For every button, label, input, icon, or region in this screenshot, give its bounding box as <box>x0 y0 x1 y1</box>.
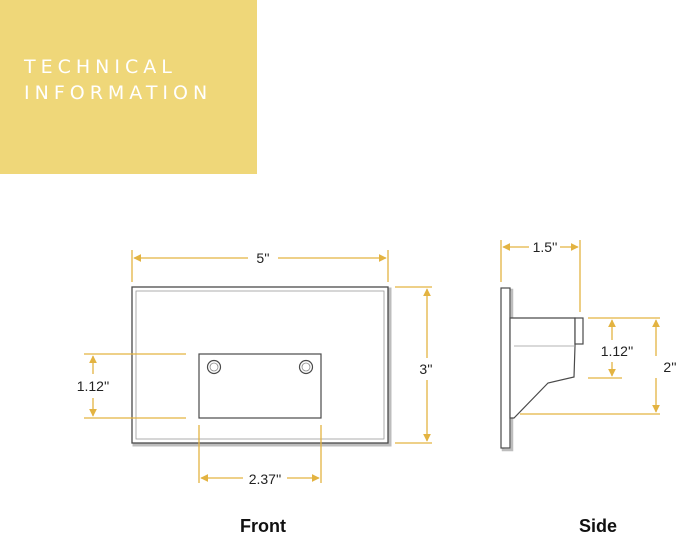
side-depth-dimension <box>500 240 581 312</box>
banner-title-line-1: TECHNICAL <box>24 56 177 78</box>
side-view: 1.5'' 1.12'' 2'' Side <box>500 239 677 535</box>
screw-hole-left <box>206 359 222 375</box>
side-box-height-dimension <box>588 317 622 379</box>
front-height-label: 3'' <box>419 361 432 377</box>
screw-hole-left-inner <box>209 362 219 372</box>
technical-info-banner: TECHNICAL INFORMATION <box>0 0 257 174</box>
side-plate <box>500 287 511 449</box>
banner-title-line-2: INFORMATION <box>24 82 213 104</box>
front-box-width-label: 2.37'' <box>249 471 282 487</box>
front-view-label: Front <box>240 516 286 535</box>
side-height-label: 2'' <box>663 359 676 375</box>
side-box-height-label: 1.12'' <box>601 343 634 359</box>
side-housing <box>509 317 576 419</box>
front-width-label: 5'' <box>256 250 269 266</box>
side-connector-tip <box>574 317 584 345</box>
front-box-height-dimension <box>84 353 186 419</box>
screw-hole-right <box>298 359 314 375</box>
front-box-height-label: 1.12'' <box>77 378 110 394</box>
side-height-dimension <box>520 317 660 415</box>
screw-hole-right-inner <box>301 362 311 372</box>
front-width-dimension <box>131 250 389 282</box>
front-plate-inner <box>135 290 385 440</box>
side-view-label: Side <box>579 516 617 535</box>
front-box-width-dimension <box>198 425 322 483</box>
front-height-dimension <box>395 286 432 444</box>
side-depth-label: 1.5'' <box>533 239 558 255</box>
front-view: 5'' 3'' 1.12'' 2.37'' Front <box>77 250 433 535</box>
connector-box <box>198 353 322 419</box>
